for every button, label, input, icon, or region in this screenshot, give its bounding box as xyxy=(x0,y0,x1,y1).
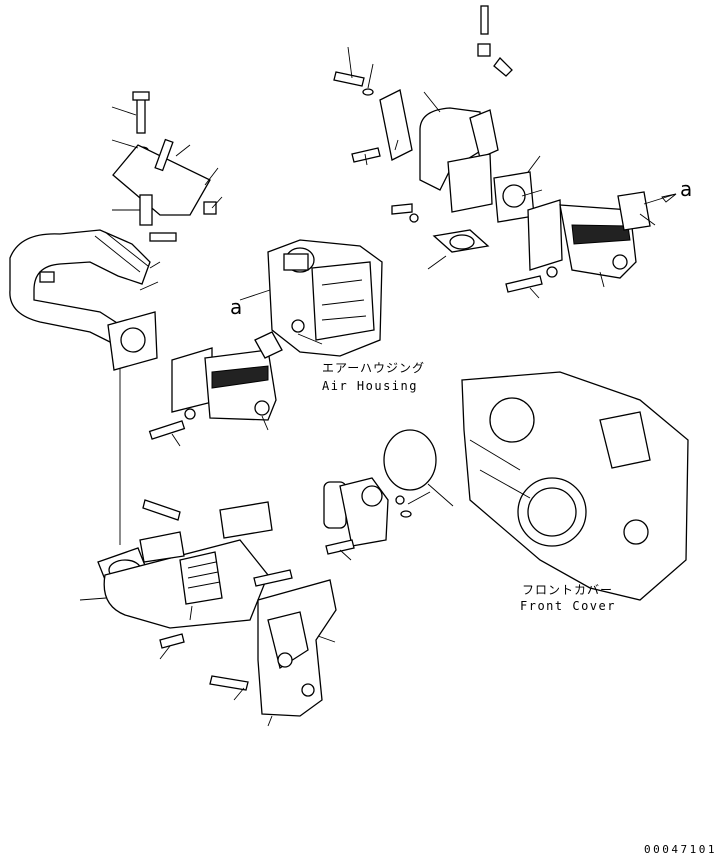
small-valve-assembly xyxy=(323,429,437,555)
drawing-code: 00047101 xyxy=(644,843,717,856)
air-pipe-left xyxy=(9,229,158,545)
front-cover-label-jp: フロントカバー xyxy=(522,583,613,597)
valve-assembly-left xyxy=(148,347,277,440)
exhaust-manifold-lower xyxy=(97,499,273,649)
front-cover-part xyxy=(461,371,689,601)
bracket-bolt-group xyxy=(112,91,217,242)
air-housing-part xyxy=(239,239,383,359)
support-bracket-lower xyxy=(209,569,337,717)
leader-lines xyxy=(79,46,656,727)
upper-right-elbow-group xyxy=(333,5,535,253)
air-housing-label-en: Air Housing xyxy=(322,379,418,393)
reference-mark-a-right: a xyxy=(680,177,692,201)
reference-mark-a-left: a xyxy=(230,295,242,319)
valve-assembly-right xyxy=(505,191,677,293)
air-housing-label-jp: エアーハウジング xyxy=(322,361,425,375)
front-cover-label-en: Front Cover xyxy=(520,599,616,613)
